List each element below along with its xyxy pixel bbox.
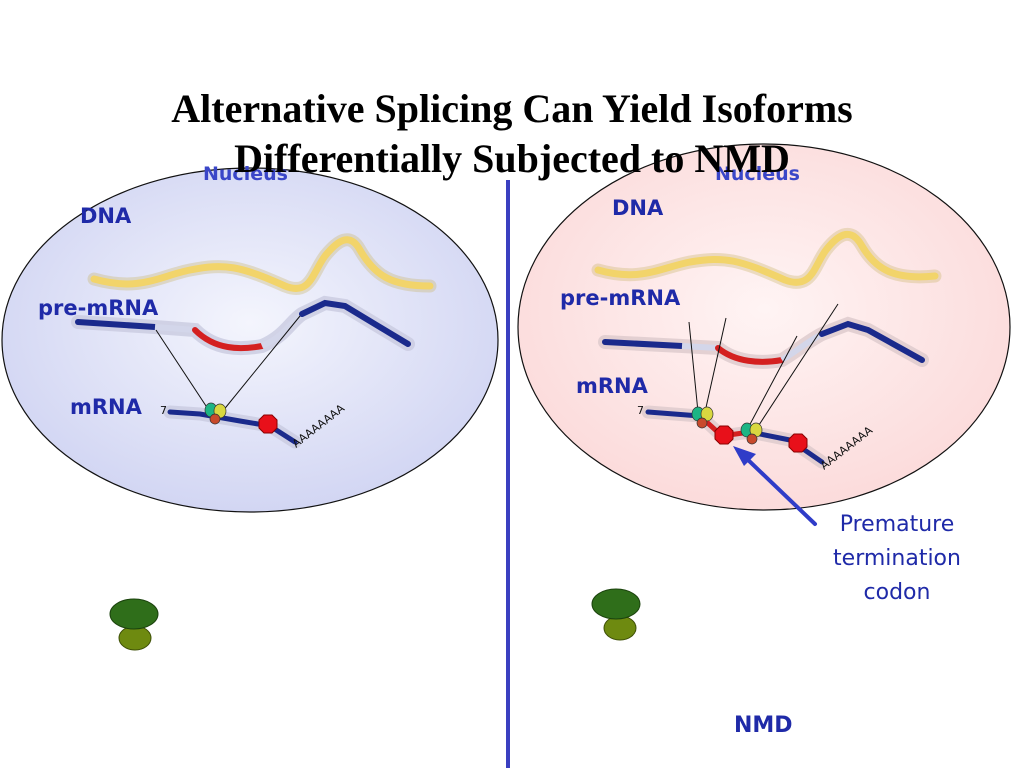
right-pre-mrna [598, 316, 929, 369]
left-splice-lines [155, 315, 301, 413]
left-pre-mrna-intron1 [154, 324, 196, 333]
left-pre-mrna-exon1 [75, 319, 158, 330]
right-pre-mrna-exon3 [819, 320, 925, 363]
left-pre-mrna-label: pre-mRNA [38, 296, 159, 320]
right-dna-strand [591, 228, 942, 289]
left-nucleus-label: Nucleus [203, 163, 288, 185]
right-mrna-label: mRNA [576, 374, 648, 398]
left-dna-label: DNA [80, 204, 132, 228]
left-nucleus [1, 167, 499, 513]
right-ribosome-icon [591, 588, 641, 641]
right-pre-mrna-intron1 [681, 343, 719, 351]
ptc-annotation-line2: termination [833, 546, 961, 571]
right-nucleus [517, 143, 1011, 511]
right-mrna-cap: 7 [637, 404, 644, 417]
page-title-line2: Differentially Subjected to NMD [234, 136, 790, 181]
left-stop-codon-octagon-icon [258, 414, 278, 434]
left-mrna-label: mRNA [70, 395, 142, 419]
right-dna-label: DNA [612, 196, 664, 220]
left-ribosome-icon [109, 598, 159, 651]
right-pre-mrna-label: pre-mRNA [560, 286, 681, 310]
page-title: Alternative Splicing Can Yield Isoforms … [0, 84, 1024, 184]
right-pre-mrna-alt-exon [715, 345, 785, 365]
left-ejc-icon [204, 402, 227, 425]
right-ejc-1-icon [691, 406, 714, 429]
ptc-annotation: Premature termination codon [812, 508, 982, 610]
left-pre-mrna-intron2 [260, 311, 304, 349]
ptc-arrow [733, 446, 817, 526]
ptc-annotation-line1: Premature [839, 512, 955, 537]
right-nucleus-label: Nucleus [715, 163, 800, 185]
right-pre-mrna-exon1 [602, 339, 685, 349]
ptc-annotation-line3: codon [863, 580, 931, 605]
right-normal-stop-octagon-icon [788, 433, 808, 453]
right-splice-lines [688, 303, 839, 429]
right-premature-stop-octagon-icon [714, 425, 734, 445]
left-mrna-cap: 7 [160, 404, 167, 417]
page-title-line1: Alternative Splicing Can Yield Isoforms [171, 86, 853, 131]
nmd-label: NMD [734, 713, 793, 738]
right-ejc-2-icon [740, 422, 763, 445]
left-pre-mrna-exon3 [299, 299, 411, 347]
left-dna-strand [87, 233, 437, 295]
left-pre-mrna [71, 295, 415, 356]
left-pre-mrna-alt-exon [192, 327, 265, 352]
